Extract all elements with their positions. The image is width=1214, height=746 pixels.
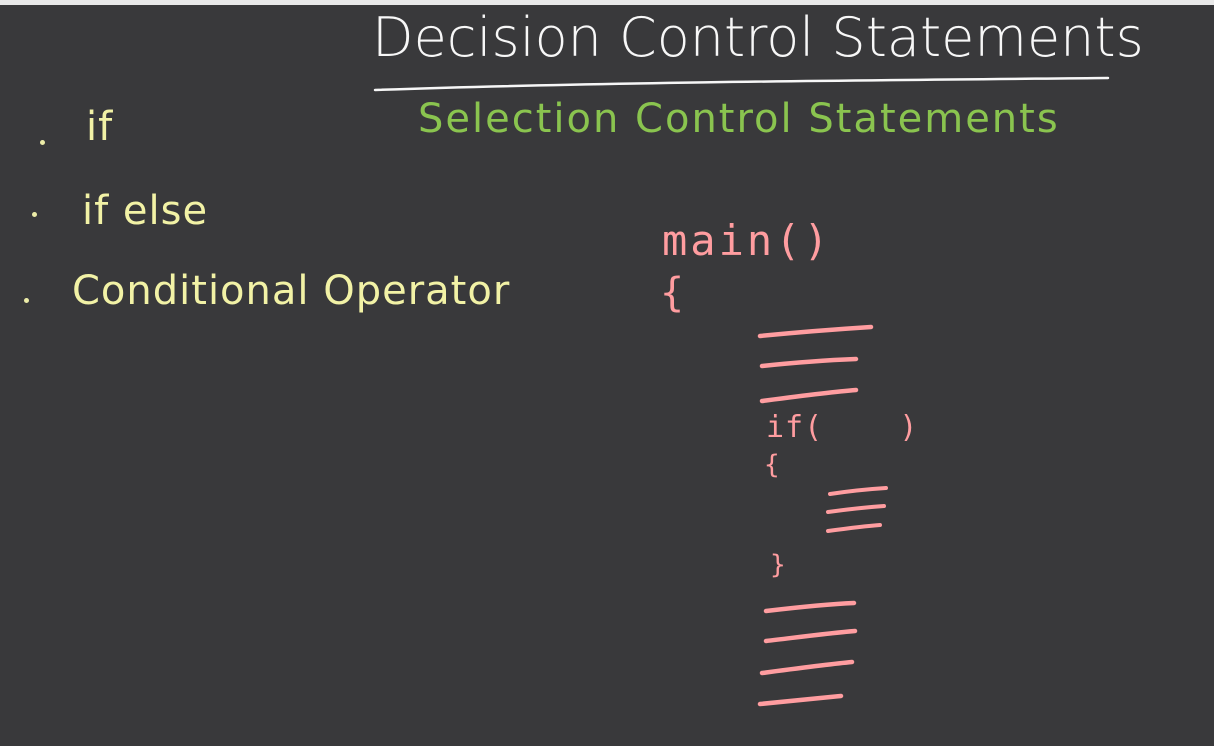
bullet-dot-conditional xyxy=(24,298,29,303)
subtitle: Selection Control Statements xyxy=(418,96,1060,142)
code-open-brace: { xyxy=(660,270,686,316)
code-if-statement: if( ) xyxy=(766,410,919,445)
code-lines-before-if xyxy=(757,324,874,404)
code-lines-inside-if xyxy=(826,486,888,533)
bullet-item-if-else: if else xyxy=(82,188,209,234)
code-inner-close-brace: } xyxy=(770,550,787,580)
bullet-item-conditional-operator: Conditional Operator xyxy=(72,268,511,314)
bullet-dot-if xyxy=(40,140,45,145)
page-title: Decision Control Statements xyxy=(372,6,1144,69)
code-lines-after-if xyxy=(757,600,858,707)
code-inner-open-brace: { xyxy=(764,450,781,480)
bullet-item-if: if xyxy=(86,104,114,150)
bullet-dot-if-else xyxy=(32,212,37,217)
title-underline xyxy=(373,76,1110,92)
top-border xyxy=(0,0,1214,5)
code-main: main() xyxy=(662,216,832,265)
